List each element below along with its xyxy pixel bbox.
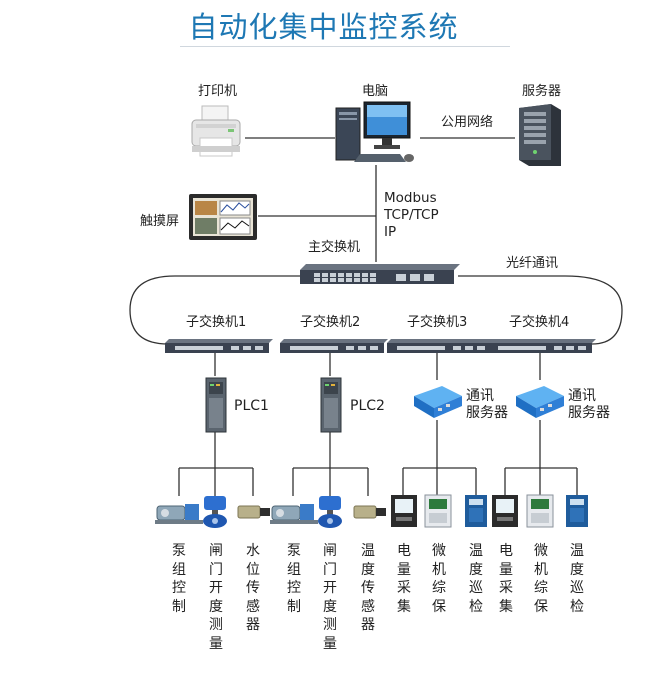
temperature-inspector-icon — [566, 495, 588, 527]
diagram-title: 自动化集中监控系统 — [188, 10, 459, 44]
plc-1-label: PLC1 — [234, 398, 269, 414]
public-network-label: 公用网络 — [441, 115, 494, 130]
power-meter-icon — [391, 495, 417, 527]
field-device-label: 电量采集 — [397, 543, 411, 615]
plc-2-label: PLC2 — [350, 398, 385, 414]
sub-switch-4-icon — [488, 339, 596, 353]
main-switch-icon — [300, 264, 460, 284]
field-device-label: 温度巡检 — [469, 543, 483, 615]
relay-protection-icon — [424, 494, 452, 528]
field-device-label: 微机综保 — [432, 543, 446, 615]
protocol-line-2: TCP/TCP — [384, 207, 439, 223]
pump-icon — [270, 504, 318, 524]
printer-icon — [191, 105, 241, 157]
printer-label: 打印机 — [198, 84, 238, 99]
sub-switch-1-icon — [165, 339, 273, 353]
fiber-ring-left — [129, 275, 300, 345]
comm-server-2-icon — [516, 386, 564, 418]
title-divider — [180, 46, 510, 47]
sub-switch-3-label: 子交换机3 — [407, 315, 468, 330]
sub-switch-2-icon — [280, 339, 388, 353]
sub-switch-2-label: 子交换机2 — [300, 315, 361, 330]
sub-switch-1-label: 子交换机1 — [186, 315, 247, 330]
protocol-line-3: IP — [384, 224, 397, 240]
touchscreen-label: 触摸屏 — [140, 214, 180, 229]
comm-server-1-icon — [414, 386, 462, 418]
computer-label: 电脑 — [362, 84, 389, 99]
server-icon — [519, 104, 561, 166]
field-device-label: 泵组控制 — [287, 543, 301, 615]
temperature-inspector-icon — [465, 495, 487, 527]
sub-switch-4-label: 子交换机4 — [509, 315, 570, 330]
sub-switch-3-icon — [387, 339, 495, 353]
field-device-label: 闸门开度测量 — [323, 543, 337, 652]
touchscreen-icon — [189, 194, 257, 240]
field-device-label: 温度巡检 — [570, 543, 584, 615]
gate-valve-icon — [318, 496, 342, 528]
field-device-label: 泵组控制 — [172, 543, 186, 615]
comm-server-2-label: 通讯 服务器 — [568, 388, 610, 421]
fiber-ring-right — [458, 275, 623, 345]
computer-icon — [335, 101, 414, 162]
level-sensor-icon — [237, 505, 270, 519]
pump-icon — [155, 504, 203, 524]
plc-1-icon — [205, 377, 227, 433]
power-meter-icon — [492, 495, 518, 527]
field-device-label: 微机综保 — [534, 543, 548, 615]
field-device-label: 电量采集 — [499, 543, 513, 615]
plc-2-icon — [320, 377, 342, 433]
server-label: 服务器 — [522, 84, 562, 99]
comm-server-1-label: 通讯 服务器 — [466, 388, 508, 421]
fiber-label: 光纤通讯 — [506, 256, 559, 271]
field-device-label: 温度传感器 — [361, 543, 375, 633]
relay-protection-icon — [526, 494, 554, 528]
gate-valve-icon — [203, 496, 227, 528]
field-device-label: 闸门开度测量 — [209, 543, 223, 652]
protocol-line-1: Modbus — [384, 190, 437, 206]
temperature-sensor-icon — [353, 505, 386, 519]
main-switch-label: 主交换机 — [308, 240, 361, 255]
field-device-label: 水位传感器 — [246, 543, 260, 633]
